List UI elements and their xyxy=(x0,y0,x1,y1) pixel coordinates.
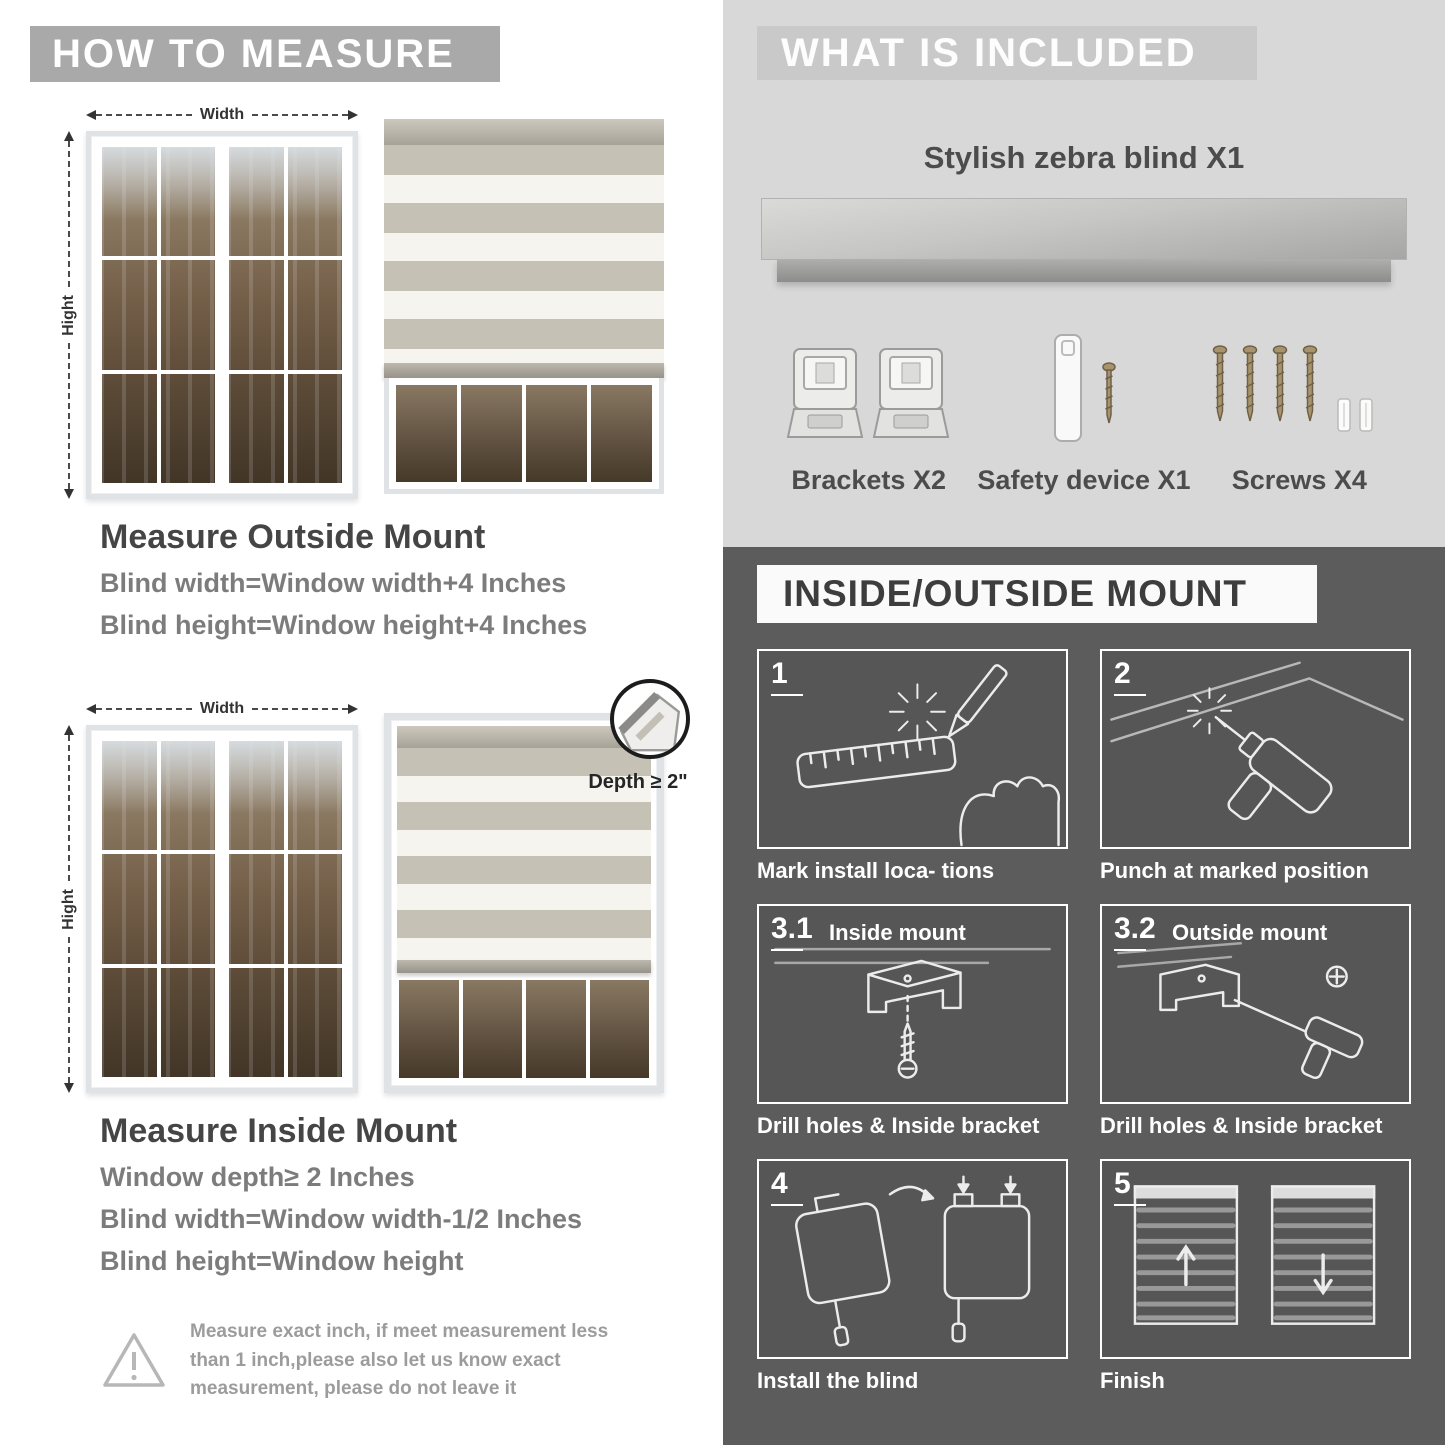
brackets-item: Brackets X2 xyxy=(761,318,976,496)
height-arrow: Hight xyxy=(56,725,82,1093)
window-measure-diagram-inside: Width Hight xyxy=(56,697,358,1093)
height-arrow: Hight xyxy=(56,131,82,499)
safety-device-label: Safety device X1 xyxy=(977,465,1191,495)
headrail-illustration xyxy=(761,198,1407,260)
outside-mount-title: Measure Outside Mount xyxy=(100,518,486,556)
screws-icon xyxy=(1213,345,1374,432)
width-arrow: Width xyxy=(86,697,358,721)
window-frame-with-blind xyxy=(384,713,664,1093)
step-caption: Install the blind xyxy=(757,1368,919,1393)
step-illustration-install xyxy=(795,1175,1031,1347)
step-1-panel: 1 xyxy=(757,649,1068,849)
blind-bottomrail xyxy=(397,960,651,973)
step-number: 3.2 xyxy=(1114,912,1156,951)
step-1: 1 xyxy=(757,649,1068,888)
step-5-panel: 5 xyxy=(1100,1159,1411,1359)
how-to-measure-header: HOW TO MEASURE xyxy=(30,26,500,82)
mount-steps-grid: 1 xyxy=(757,649,1411,1398)
step-number: 2 xyxy=(1114,657,1146,696)
inside-mount-label: Inside mount xyxy=(829,920,966,945)
brackets-label: Brackets X2 xyxy=(791,465,946,495)
step-illustration-drill xyxy=(1110,661,1404,821)
safety-device-icon xyxy=(1053,334,1116,442)
width-label: Width xyxy=(199,700,245,717)
blind-headrail xyxy=(384,119,664,145)
zebra-stripes xyxy=(384,145,664,363)
step-2: 2 xyxy=(1100,649,1411,888)
step-caption: Drill holes & Inside bracket xyxy=(757,1113,1040,1138)
step-3-1: 3.1 Inside mount xyxy=(757,904,1068,1143)
step-caption: Punch at marked position xyxy=(1100,858,1369,883)
inside-mount-title: Measure Inside Mount xyxy=(100,1112,458,1150)
screws-label: Screws X4 xyxy=(1231,465,1367,495)
step-number: 3.1 xyxy=(771,912,813,951)
blind-bottomrail xyxy=(384,363,664,378)
inside-formula-width: Blind width=Window width-1/2 Inches xyxy=(100,1204,583,1234)
window-below-blind xyxy=(384,378,664,494)
step-4-panel: 4 xyxy=(757,1159,1068,1359)
step-illustration-inside-bracket xyxy=(774,947,1051,1079)
step-2-panel: 2 xyxy=(1100,649,1411,849)
step-number: 5 xyxy=(1114,1167,1146,1206)
depth-label: Depth ≥ 2" xyxy=(588,771,688,793)
zebra-stripes xyxy=(397,748,651,960)
mount-header: INSIDE/OUTSIDE MOUNT xyxy=(757,565,1317,623)
step-number: 4 xyxy=(771,1167,803,1206)
warning-triangle-icon xyxy=(103,1333,165,1387)
step-5: 5 Finish xyxy=(1100,1159,1411,1398)
what-is-included-section: WHAT IS INCLUDED Stylish zebra blind X1 xyxy=(723,0,1445,547)
step-illustration-finish xyxy=(1133,1185,1376,1325)
step-illustration-outside-bracket xyxy=(1117,942,1364,1080)
how-to-measure-section: HOW TO MEASURE Width Hight xyxy=(30,26,690,1404)
blind-headrail xyxy=(397,726,651,748)
step-4: 4 xyxy=(757,1159,1068,1398)
step-caption: Drill holes & Inside bracket xyxy=(1100,1113,1383,1138)
outside-formula-width: Blind width=Window width+4 Inches xyxy=(100,568,567,598)
step-3-2: 3.2 Outside mount xyxy=(1100,904,1411,1143)
window-illustration xyxy=(86,725,358,1093)
step-3-1-panel: 3.1 Inside mount xyxy=(757,904,1068,1104)
headrail-underside xyxy=(777,260,1391,282)
included-items: Brackets X2 Safety device X1 xyxy=(761,318,1407,496)
window-below-blind xyxy=(397,978,651,1080)
step-3-2-panel: 3.2 Outside mount xyxy=(1100,904,1411,1104)
width-arrow: Width xyxy=(86,103,358,127)
measurement-warning: Measure exact inch, if meet measurement … xyxy=(100,1318,660,1404)
depth-detail-icon xyxy=(610,679,690,759)
inside-mount-diagrams: Width Hight xyxy=(56,679,690,1099)
window-measure-diagram-outside: Width Hight xyxy=(56,103,358,499)
warning-text: Measure exact inch, if meet measurement … xyxy=(190,1321,609,1399)
step-caption: Mark install loca- tions xyxy=(757,858,995,883)
brackets-icon xyxy=(786,348,949,438)
inside-depth-rule: Window depth≥ 2 Inches xyxy=(100,1162,415,1192)
step-caption: Finish xyxy=(1100,1368,1165,1393)
outside-mount-diagrams: Width Hight xyxy=(56,103,686,505)
outside-formula-height: Blind height=Window height+4 Inches xyxy=(100,610,588,640)
inside-formula-height: Blind height=Window height xyxy=(100,1246,464,1276)
safety-device-item: Safety device X1 xyxy=(976,318,1191,496)
height-label: Hight xyxy=(60,888,77,930)
height-label: Hight xyxy=(60,294,77,336)
blind-item-label: Stylish zebra blind X1 xyxy=(923,140,1245,175)
step-number: 1 xyxy=(771,657,803,696)
outside-blind-illustration xyxy=(384,119,664,505)
what-is-included-header: WHAT IS INCLUDED xyxy=(757,26,1257,80)
window-illustration xyxy=(86,131,358,499)
width-label: Width xyxy=(199,106,245,123)
outside-mount-label: Outside mount xyxy=(1172,920,1328,945)
screws-item: Screws X4 xyxy=(1192,318,1407,496)
mount-instructions-section: INSIDE/OUTSIDE MOUNT 1 xyxy=(723,547,1445,1445)
inside-blind-illustration: Depth ≥ 2" xyxy=(384,679,690,1099)
step-illustration-mark xyxy=(796,664,1061,847)
